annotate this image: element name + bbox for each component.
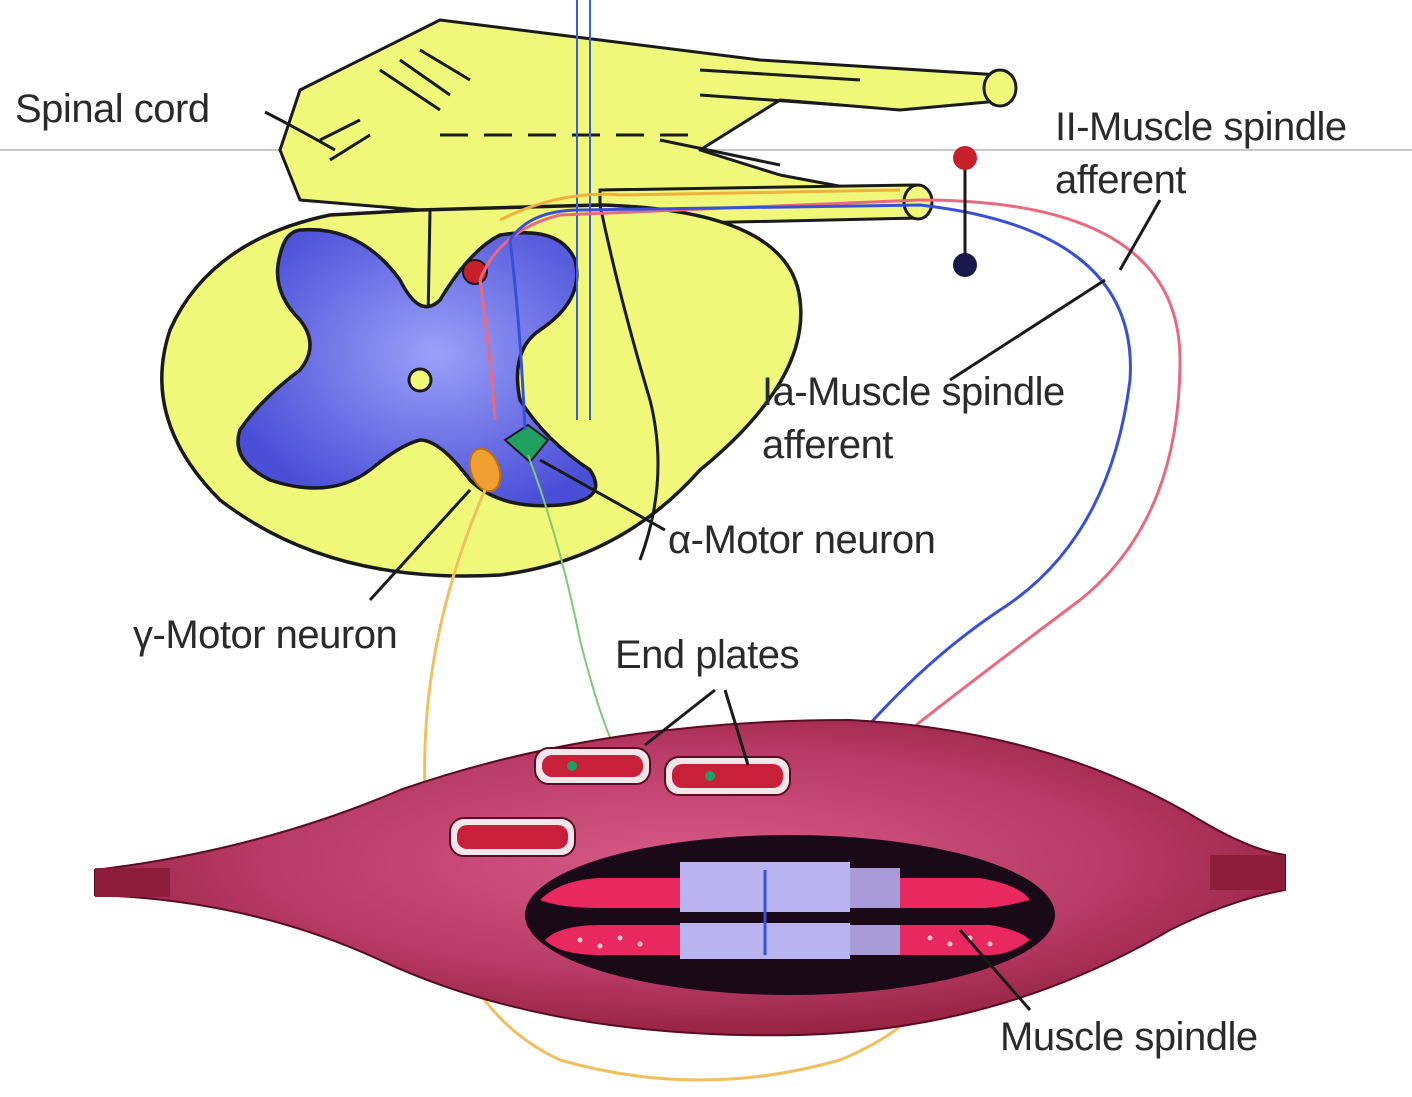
ventral-root-end	[904, 185, 932, 219]
dorsal-sulcus	[428, 210, 430, 320]
extrafusal-fiber-2	[665, 757, 790, 795]
label-ia-afferent-line1: Ia-Muscle spindle	[762, 370, 1065, 414]
central-canal	[409, 369, 431, 391]
muscle-spindle-structure	[525, 835, 1055, 995]
spinal-cord-top-surface	[280, 20, 1010, 210]
extrafusal-fiber-3	[450, 818, 575, 856]
label-alpha-motor-neuron: α-Motor neuron	[668, 518, 935, 562]
label-muscle-spindle: Muscle spindle	[1000, 1015, 1258, 1059]
extrafusal-fiber-1	[535, 748, 650, 784]
label-ii-afferent-line1: II-Muscle spindle	[1055, 105, 1347, 149]
muscle	[95, 720, 1285, 1035]
label-end-plates: End plates	[615, 633, 799, 677]
label-ii-afferent-line2: afferent	[1055, 158, 1186, 202]
ia-ganglion-cell	[953, 253, 977, 277]
label-gamma-motor-neuron: γ-Motor neuron	[133, 613, 397, 657]
dorsal-root-end	[984, 70, 1016, 106]
spinal-cord	[162, 20, 1016, 576]
muscle-tendon-left	[95, 868, 170, 897]
label-ia-afferent-line2: afferent	[762, 423, 893, 467]
muscle-tendon-right	[1210, 855, 1285, 890]
label-spinal-cord: Spinal cord	[15, 87, 210, 131]
ii-ganglion-cell	[953, 146, 977, 170]
